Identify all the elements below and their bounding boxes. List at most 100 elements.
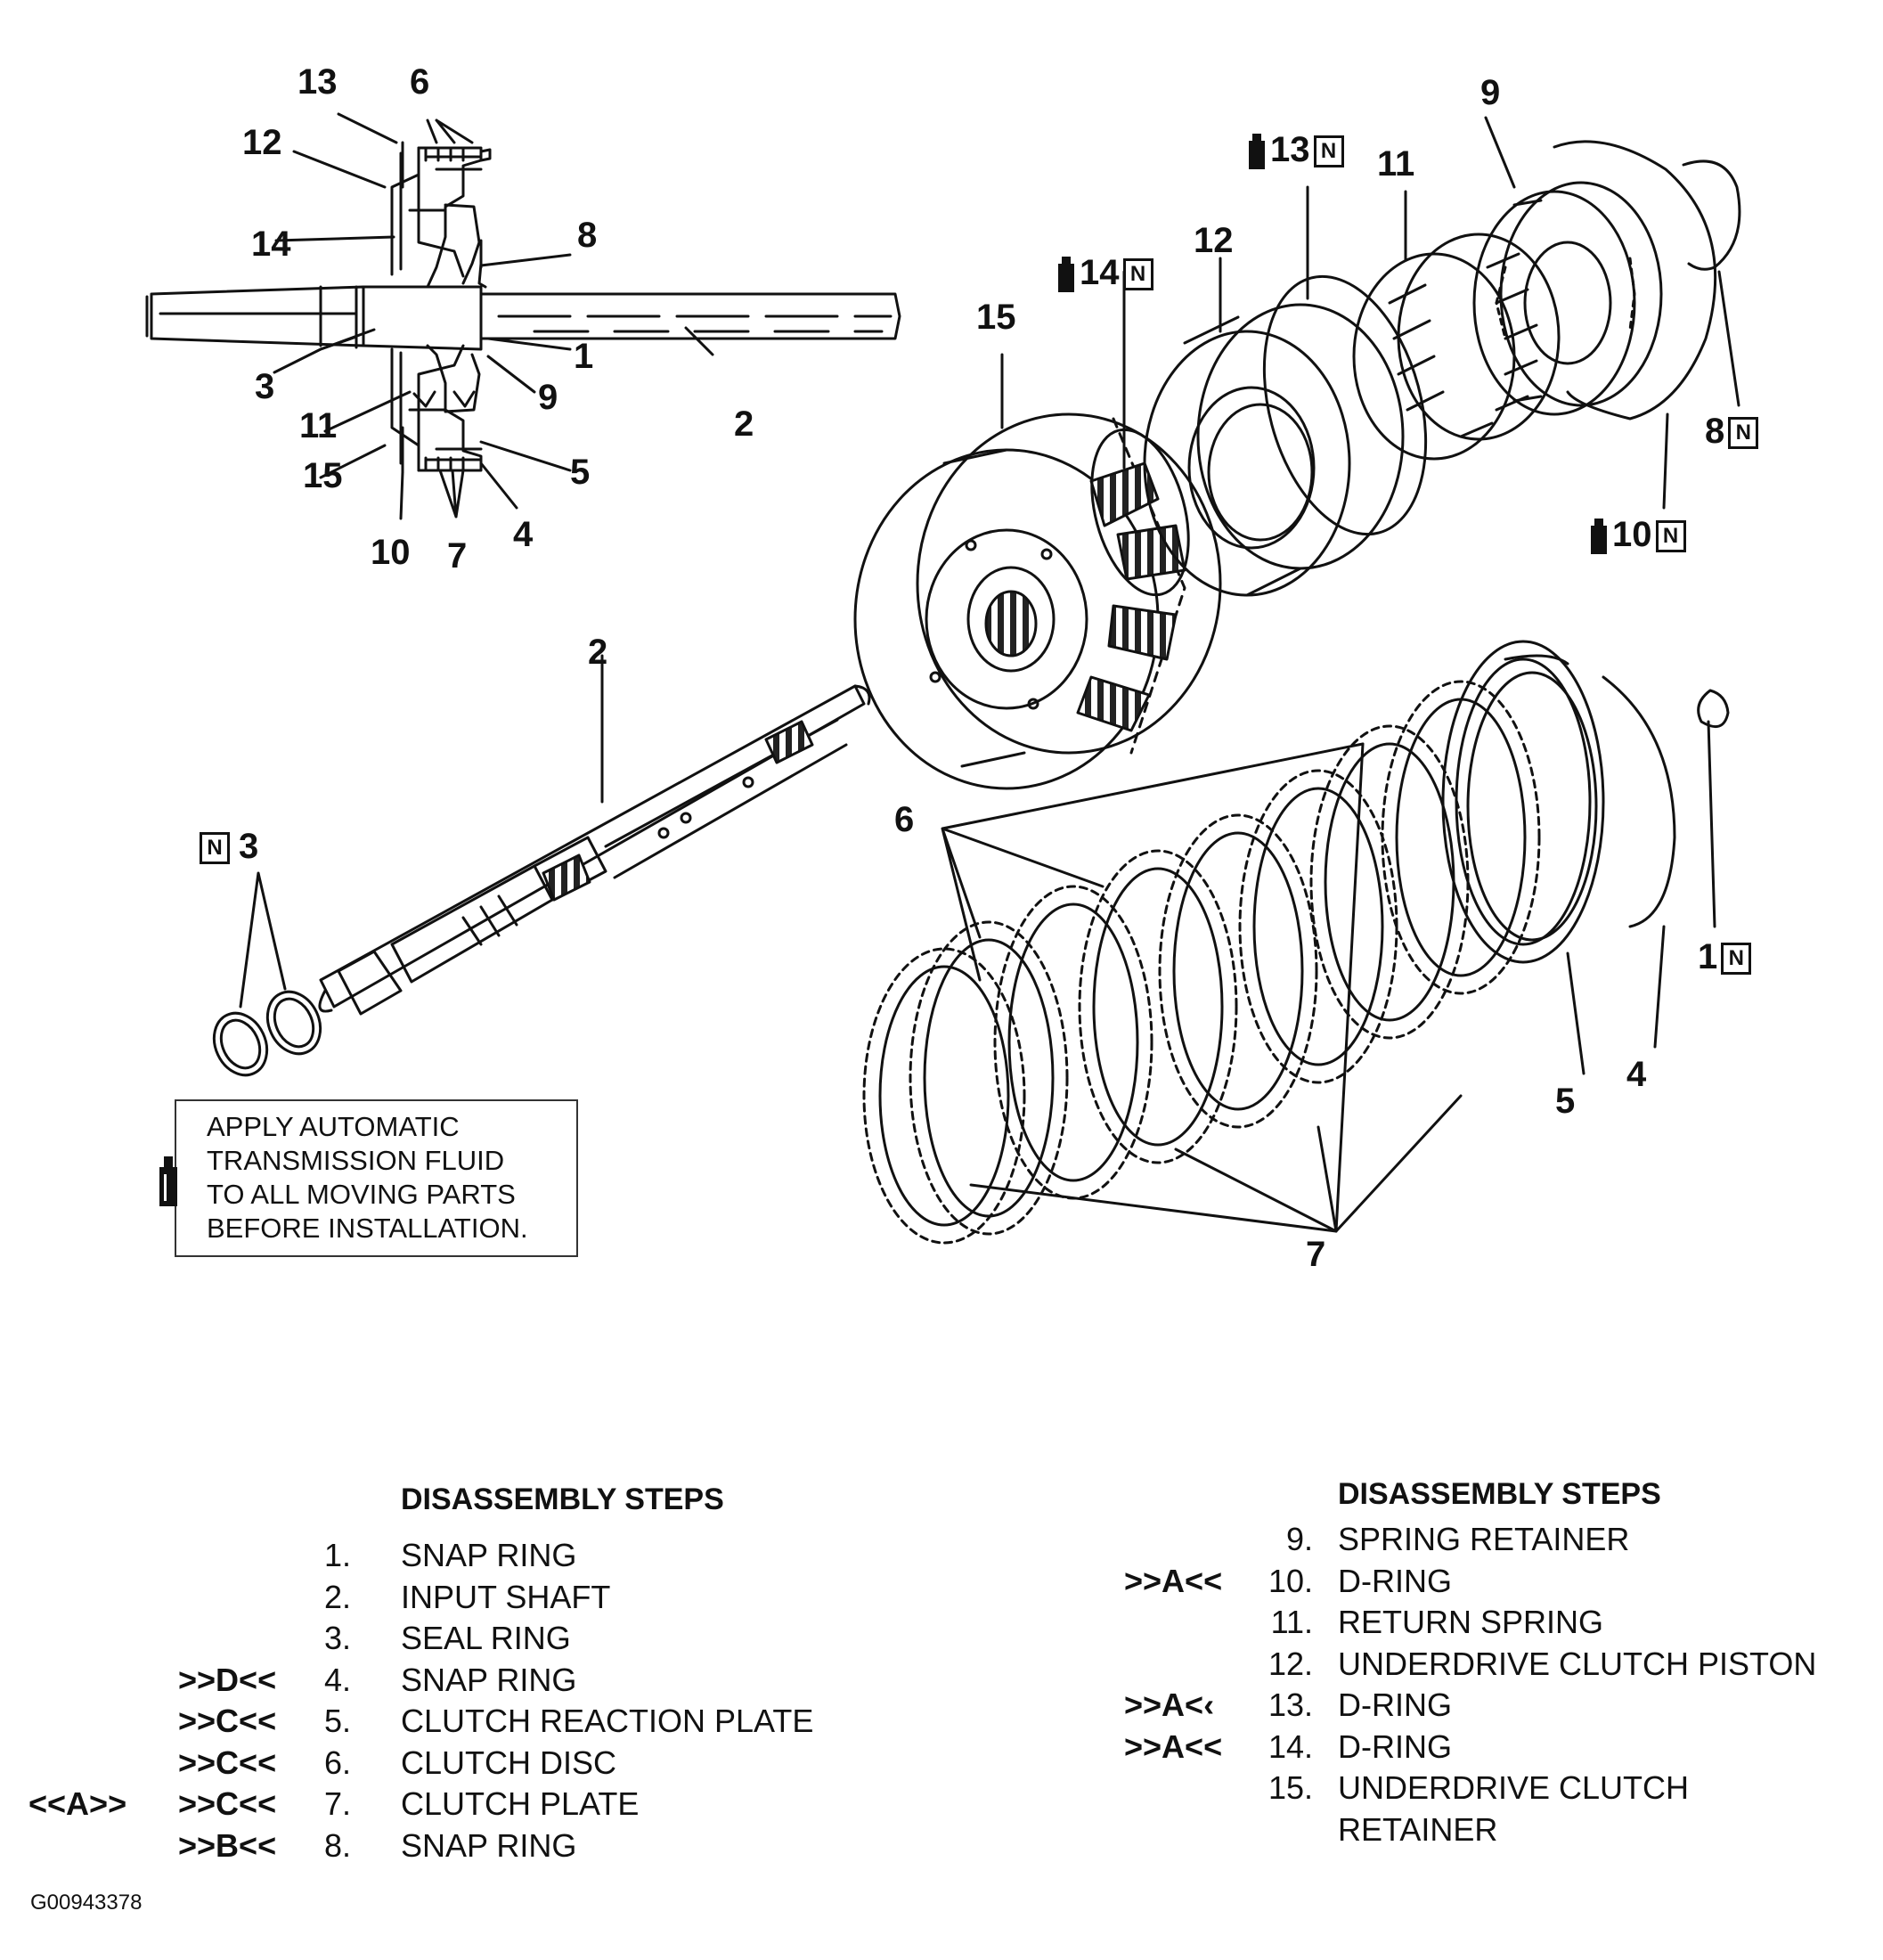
callout-1: 1: [574, 337, 594, 376]
fluid-can-icon: [1249, 134, 1265, 170]
n-badge-icon: N: [1655, 520, 1686, 553]
legend-step-row: >>C<< 6. CLUTCH DISC: [0, 1744, 891, 1783]
step-number: 8.: [323, 1826, 351, 1864]
callout-e10-number: 10: [1612, 515, 1652, 554]
step-name: SPRING RETAINER: [1338, 1521, 1630, 1557]
note-line-2: TRANSMISSION FLUID: [207, 1145, 505, 1176]
fluid-can-icon: [159, 1156, 177, 1206]
step-reference: >>A<<: [1124, 1727, 1223, 1765]
legend-step-row: 1. SNAP RING: [0, 1536, 891, 1575]
step-number: 2.: [323, 1578, 351, 1615]
step-name: UNDERDRIVE CLUTCH PISTON: [1338, 1645, 1817, 1682]
legend-step-row: >>C<<5.CLUTCH REACTION PLATE: [0, 1702, 891, 1741]
callout-2: 2: [734, 404, 754, 444]
step-number: 12.: [1268, 1645, 1313, 1682]
step-name: SEAL RING: [401, 1620, 571, 1656]
cross-section-view: [145, 112, 901, 520]
step-number: 10.: [1268, 1562, 1313, 1599]
callout-e5: 5: [1555, 1082, 1576, 1121]
callout-5: 5: [570, 453, 591, 492]
callout-14: 14: [251, 225, 291, 264]
step-name: RETAINER: [1338, 1810, 1498, 1848]
spring-retainer-drawing: [1472, 116, 1663, 416]
piston-drawing: [1143, 257, 1405, 597]
callout-9: 9: [538, 378, 558, 417]
legend-step-row: RETAINER: [0, 1810, 1883, 1850]
note-line-1: APPLY AUTOMATIC: [207, 1111, 460, 1142]
legend-step-row: 15.UNDERDRIVE CLUTCH: [0, 1768, 1883, 1808]
step-reference: >>C<<: [178, 1785, 277, 1822]
step-number: 6.: [323, 1744, 351, 1781]
step-number: 14.: [1268, 1727, 1313, 1765]
legend-step-row: 2.INPUT SHAFT: [0, 1578, 891, 1617]
step-number: 5.: [323, 1703, 351, 1739]
callout-10: 10: [371, 533, 411, 572]
callout-e3-number: 3: [239, 827, 259, 866]
step-name: CLUTCH DISC: [401, 1744, 617, 1781]
callout-e9: 9: [1480, 73, 1501, 112]
legend-step-row: 12. UNDERDRIVE CLUTCH PISTON: [0, 1645, 1883, 1684]
note-line-4: BEFORE INSTALLATION.: [207, 1213, 528, 1244]
note-line-3: TO ALL MOVING PARTS: [207, 1179, 516, 1210]
callout-6: 6: [410, 62, 430, 102]
callout-e14-number: 14: [1080, 253, 1120, 292]
clutch-pack-drawing: [862, 640, 1730, 1245]
legend-step-row: >>A<< 10. D-RING: [0, 1562, 1883, 1601]
callout-e13-number: 13: [1270, 130, 1310, 169]
seal-rings-drawing: [212, 871, 322, 1077]
step-number: 1.: [323, 1537, 351, 1573]
callout-e11: 11: [1377, 144, 1415, 184]
legend-step-row: >>D<< 4. SNAP RING: [0, 1661, 891, 1700]
n-badge-icon: N: [1721, 943, 1752, 976]
legend-left-title: DISASSEMBLY STEPS: [401, 1482, 724, 1516]
step-name: SNAP RING: [401, 1661, 577, 1698]
step-number: 4.: [323, 1661, 351, 1698]
step-name: UNDERDRIVE CLUTCH: [1338, 1769, 1690, 1806]
input-shaft-drawing: [318, 654, 871, 1016]
legend-step-row: 3. SEAL RING: [0, 1619, 891, 1658]
step-number: 9.: [1285, 1521, 1313, 1557]
legend-step-row: >>A<‹13.D-RING: [0, 1686, 1883, 1725]
step-reference: >>A<<: [1124, 1562, 1223, 1599]
callout-8: 8: [577, 216, 598, 255]
d-ring-14-drawing: [1090, 428, 1190, 597]
callout-e1-number: 1: [1698, 937, 1718, 976]
callout-e8-number: 8: [1705, 412, 1725, 451]
callout-4: 4: [513, 515, 534, 554]
step-name: CLUTCH REACTION PLATE: [401, 1703, 814, 1739]
step-name: D-RING: [1338, 1562, 1452, 1599]
d-ring-13-drawing: [1262, 274, 1428, 536]
step-reference: >>A<‹: [1124, 1686, 1215, 1723]
fluid-can-icon: [1058, 257, 1074, 293]
callout-3: 3: [255, 367, 275, 406]
step-name: SNAP RING: [401, 1537, 577, 1573]
n-badge-icon: N: [1313, 135, 1344, 168]
legend-step-row: 11. RETURN SPRING: [0, 1603, 1883, 1642]
step-number: 3.: [323, 1620, 351, 1656]
d-ring-10-drawing: [1553, 140, 1717, 421]
step-name: SNAP RING: [401, 1826, 577, 1864]
callout-12: 12: [242, 123, 282, 162]
step-name: CLUTCH PLATE: [401, 1785, 640, 1822]
figure-id: G00943378: [30, 1891, 143, 1915]
callout-7: 7: [447, 536, 468, 576]
fluid-can-icon: [1591, 519, 1607, 555]
legend-step-row: <<A>>>>C<<7.CLUTCH PLATE: [0, 1784, 891, 1824]
step-reference: >>C<<: [178, 1744, 277, 1781]
step-reference: >>D<<: [178, 1661, 277, 1698]
callout-e7: 7: [1306, 1235, 1326, 1274]
callout-13: 13: [298, 62, 338, 102]
step-reference: >>B<<: [178, 1826, 277, 1864]
step-number: 11.: [1270, 1604, 1313, 1640]
step-name: RETURN SPRING: [1338, 1604, 1604, 1640]
note-text: APPLY AUTOMATIC TRANSMISSION FLUID TO AL…: [207, 1110, 528, 1245]
legend-step-row: >>B<< 8. SNAP RING: [0, 1826, 891, 1866]
n-badge-icon: N: [1728, 417, 1759, 450]
step-name: D-RING: [1338, 1686, 1452, 1723]
callout-e15: 15: [976, 298, 1016, 337]
